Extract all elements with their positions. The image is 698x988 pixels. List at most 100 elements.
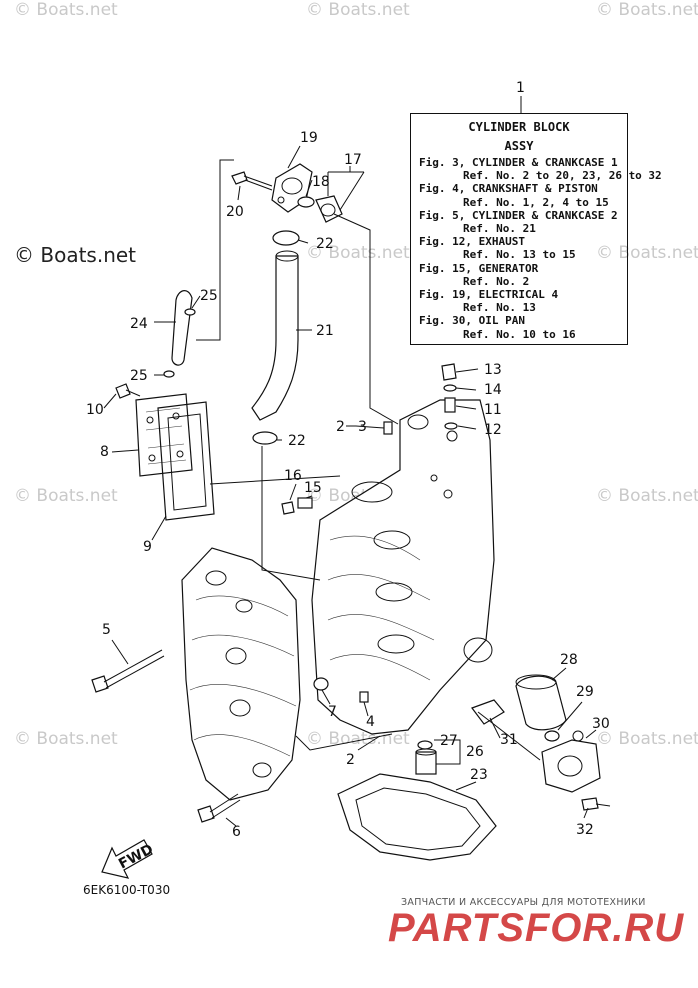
promo-tagline: ЗАПЧАСТИ И АКСЕССУАРЫ ДЛЯ МОТОТЕХНИКИ [401, 897, 646, 908]
gasket-12 [444, 422, 458, 430]
watermark: © Boats.net [14, 0, 118, 20]
callout-28: 28 [560, 652, 578, 668]
callout-19: 19 [300, 130, 318, 146]
callout-17: 17 [344, 152, 362, 168]
callout-18: 18 [312, 174, 330, 190]
sensor-11 [444, 397, 456, 413]
pin-15 [297, 497, 313, 509]
callout-25a: 25 [200, 288, 218, 304]
assy-fig: Fig. 5, CYLINDER & CRANKCASE 2 [419, 208, 618, 222]
diagram-code: 6EK6100-T030 [83, 883, 171, 897]
plug-13 [441, 363, 457, 381]
assy-subtitle: ASSY [504, 139, 534, 153]
assy-fig: Fig. 15, GENERATOR [419, 261, 539, 275]
exhaust-cover-8 [135, 393, 193, 477]
bolt-5 [91, 649, 165, 693]
cylinder-block [311, 399, 495, 735]
watermark: © Boats.net [596, 0, 698, 20]
gasket-9 [157, 401, 215, 521]
watermark: © Boats.net [14, 729, 118, 749]
callout-23: 23 [470, 767, 488, 783]
watermark-prominent: © Boats.net [14, 243, 137, 267]
callout-26: 26 [466, 744, 484, 760]
assy-ref: Ref. No. 13 [463, 301, 536, 315]
watermark: © Boats.net [596, 729, 698, 749]
assy-fig: Fig. 30, OIL PAN [419, 314, 525, 328]
bolt-20 [231, 171, 273, 191]
assy-ref: Ref. No. 2 to 20, 23, 26 to 32 [463, 169, 662, 183]
pin-4 [359, 691, 369, 703]
callout-12: 12 [484, 422, 502, 438]
watermark: © Boats.net [306, 243, 410, 263]
watermark: © Boats.net [596, 486, 698, 506]
callout-22b: 22 [288, 433, 306, 449]
callout-11: 11 [484, 402, 502, 418]
callout-1: 1 [516, 80, 525, 96]
watermark: © Boats.net [306, 729, 410, 749]
callout-6: 6 [232, 824, 241, 840]
callout-27: 27 [440, 733, 458, 749]
fwd-arrow-icon [101, 839, 153, 879]
cylinder-block-assy-box: CYLINDER BLOCK ASSY Fig. 3, CYLINDER & C… [410, 113, 662, 345]
gasket-31 [471, 699, 505, 725]
bolt-10 [115, 383, 141, 399]
callout-14: 14 [484, 382, 502, 398]
o-ring-22-lower [252, 431, 278, 445]
bolt-6 [197, 793, 241, 823]
o-ring-27 [417, 740, 433, 750]
callout-21: 21 [316, 323, 334, 339]
o-ring-7 [313, 677, 329, 691]
assembly-line [209, 475, 341, 485]
o-ring-22-upper [272, 230, 300, 246]
callout-22a: 22 [316, 236, 334, 252]
washer-14 [443, 384, 457, 392]
callout-10: 10 [86, 402, 104, 418]
assy-fig: Fig. 12, EXHAUST [419, 235, 525, 249]
callout-8: 8 [100, 444, 109, 460]
assembly-line [295, 733, 393, 751]
sleeve-26 [415, 748, 437, 775]
callout-20: 20 [226, 204, 244, 220]
anode-3 [383, 421, 393, 435]
callout-16: 16 [284, 468, 302, 484]
callout-9: 9 [143, 539, 152, 555]
callout-2: 2 [336, 419, 345, 435]
gasket-23 [337, 773, 497, 861]
o-ring-29 [544, 730, 560, 742]
assy-ref: Ref. No. 21 [463, 222, 536, 236]
assy-fig: Fig. 19, ELECTRICAL 4 [419, 288, 559, 302]
filter-bracket-30 [541, 730, 601, 793]
callout-32: 32 [576, 822, 594, 838]
assembly-line [333, 213, 399, 425]
bolt-32 [581, 797, 611, 811]
callout-4: 4 [366, 714, 375, 730]
callout-5: 5 [102, 622, 111, 638]
callout-2b: 2 [346, 752, 355, 768]
assy-fig: Fig. 3, CYLINDER & CRANKCASE 1 [419, 156, 618, 169]
bolt-16 [281, 501, 295, 515]
promo-logo[interactable]: PARTSFOR.RU [388, 906, 685, 950]
callout-25b: 25 [130, 368, 148, 384]
callout-7: 7 [328, 704, 337, 720]
assembly-line [261, 446, 321, 581]
watermark: © Boats.net [14, 486, 118, 506]
assy-title: CYLINDER BLOCK [468, 120, 570, 134]
watermark: © Boats.net [596, 243, 698, 263]
callout-29: 29 [576, 684, 594, 700]
clip-25 [163, 308, 196, 378]
callout-13: 13 [484, 362, 502, 378]
callout-30: 30 [592, 716, 610, 732]
assy-ref: Ref. No. 13 to 15 [463, 248, 576, 262]
assembly-line [477, 711, 541, 761]
crankcase [181, 547, 301, 801]
hose-21 [251, 250, 299, 421]
callout-15: 15 [304, 480, 322, 496]
assy-ref: Ref. No. 2 [463, 274, 530, 288]
callout-31: 31 [500, 732, 518, 748]
callout-3: 3 [358, 419, 367, 435]
watermark: © Boats.net [306, 0, 410, 20]
assy-ref: Ref. No. 10 to 16 [463, 327, 576, 341]
gasket-18 [297, 196, 315, 208]
thermostat-17 [315, 195, 343, 223]
